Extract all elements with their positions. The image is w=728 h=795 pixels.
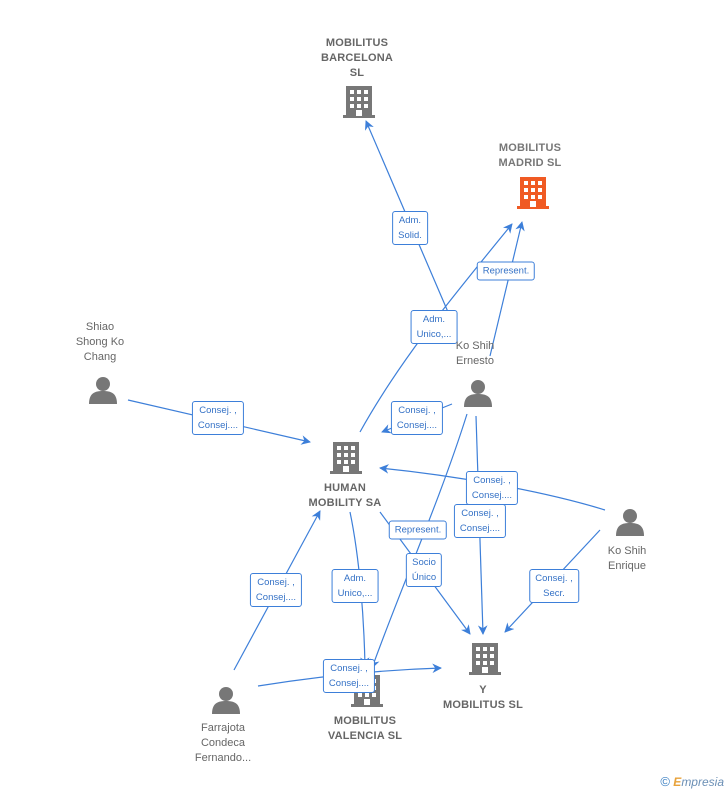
edge-label[interactable]: Socio Único bbox=[405, 553, 443, 587]
person-name[interactable]: Ko Shih Enrique bbox=[607, 545, 647, 572]
brand-initial: E bbox=[673, 775, 682, 789]
edge-label[interactable]: Consej. , Consej.... bbox=[465, 471, 519, 505]
person-icon[interactable] bbox=[464, 380, 492, 407]
edge-label[interactable]: Consej. , Secr. bbox=[529, 569, 579, 603]
company-name[interactable]: MOBILITUS BARCELONA SL bbox=[320, 37, 394, 79]
copyright-footer[interactable]: © Empresia bbox=[660, 774, 724, 789]
brand-name: mpresia bbox=[681, 775, 724, 789]
edge-label[interactable]: Consej. , Consej.... bbox=[453, 504, 507, 538]
building-icon[interactable] bbox=[469, 643, 501, 675]
copyright-symbol: © bbox=[660, 774, 670, 789]
edge-label[interactable]: Adm. Unico,... bbox=[331, 569, 379, 603]
building-icon[interactable] bbox=[343, 86, 375, 118]
person-icon[interactable] bbox=[212, 687, 240, 714]
nodes-layer bbox=[89, 86, 644, 714]
company-name[interactable]: MOBILITUS MADRID SL bbox=[498, 142, 562, 169]
edge-line bbox=[370, 413, 468, 669]
person-name[interactable]: Farrajota Condeca Fernando... bbox=[194, 722, 252, 764]
person-name[interactable]: Shiao Shong Ko Chang bbox=[75, 321, 125, 363]
edge-label[interactable]: Represent. bbox=[388, 520, 448, 540]
edge-label[interactable]: Consej. , Consej.... bbox=[249, 573, 303, 607]
edge-label[interactable]: Adm. Unico,... bbox=[410, 310, 458, 344]
edge-label[interactable]: Adm. Solid. bbox=[392, 211, 428, 245]
edge-label[interactable]: Consej. , Consej.... bbox=[322, 659, 376, 693]
building-icon[interactable] bbox=[330, 442, 362, 474]
edge-label[interactable]: Consej. , Consej.... bbox=[191, 401, 245, 435]
person-icon[interactable] bbox=[616, 509, 644, 536]
edge-line bbox=[489, 221, 525, 357]
person-name[interactable]: Ko Shih Ernesto bbox=[455, 340, 495, 367]
building-icon[interactable] bbox=[517, 177, 549, 209]
company-name[interactable]: Y MOBILITUS SL bbox=[442, 684, 524, 711]
edge-label[interactable]: Consej. , Consej.... bbox=[390, 401, 444, 435]
company-name[interactable]: MOBILITUS VALENCIA SL bbox=[327, 715, 403, 742]
person-icon[interactable] bbox=[89, 377, 117, 404]
edge-label[interactable]: Represent. bbox=[476, 261, 536, 281]
company-name[interactable]: HUMAN MOBILITY SA bbox=[308, 482, 382, 509]
